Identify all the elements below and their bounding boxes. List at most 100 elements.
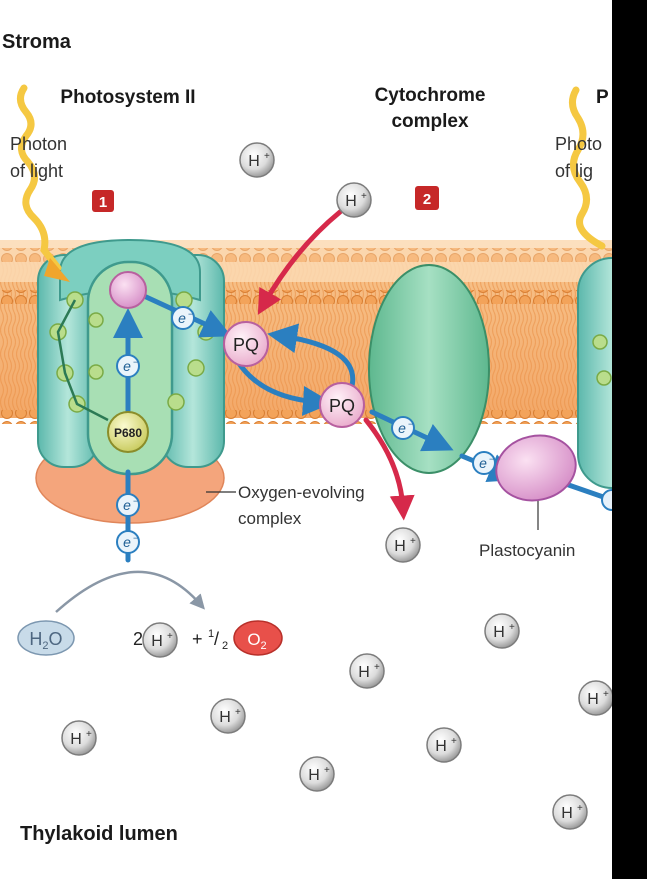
h2o-o: O [49,629,63,649]
proton-symbol: H [219,709,231,726]
electron-charge: − [133,533,138,543]
proton-charge: + [603,689,609,700]
proton-badge: H+ [578,680,612,716]
proton-charge: + [374,662,380,673]
photon-label-line2: of light [10,161,63,181]
electron-charge: − [133,357,138,367]
step-badge-2: 2 [415,186,439,210]
proton-symbol: H [493,624,505,641]
electron-badge: e− [116,530,140,554]
pheophytin-acceptor [109,271,147,309]
electron-symbol: e [123,534,131,550]
equation-coefficient: 2 [133,629,143,649]
half-slash: / [214,629,219,649]
half-fraction: 1 / 2 [208,628,228,652]
proton-charge: + [451,736,457,747]
electron-charge: − [188,309,193,319]
proton-badge: H+ [349,653,385,689]
proton-badge: H+ [552,794,588,830]
electron-charge: − [489,454,494,464]
proton-badge: H+ [299,756,335,792]
electron-badge: e− [472,451,496,475]
proton-symbol: H [248,153,260,170]
plastocyanin-protein [495,434,577,502]
photon-label-line1: Photon [10,134,67,154]
h2o-subscript: 2 [42,640,48,652]
proton-symbol: H [151,633,163,650]
proton-symbol: H [394,538,406,555]
proton-charge: + [324,765,330,776]
proton-badge: H+ [336,182,372,218]
proton-symbol: H [308,767,320,784]
plastocyanin-label: Plastocyanin [479,541,575,560]
proton-charge: + [410,536,416,547]
pq-carrier-2: PQ [319,382,365,428]
proton-charge: + [235,707,241,718]
photon-beam-left [17,84,62,272]
half-numerator: 1 [208,628,214,640]
proton-symbol: H [345,193,357,210]
oec-label-line2: complex [238,509,302,528]
proton-badges: H+H+H+H+H+H+H+H+H+H+H+H+ [61,142,612,830]
proton-symbol: H [70,731,82,748]
proton-symbol: H [435,738,447,755]
pq-label-2: PQ [329,396,355,416]
p680-label: P680 [114,426,142,440]
electron-symbol: e [479,455,487,471]
electron-symbol: e [398,420,406,436]
proton-badge: H+ [385,527,421,563]
electron-badge: e− [171,306,195,330]
cytochrome-complex [368,264,490,474]
step-badge-1-label: 1 [99,194,107,211]
o2-o: O [247,630,260,649]
proton-charge: + [577,803,583,814]
photon-right-label-line2: of lig [555,161,593,181]
water-molecule: H2O [17,620,75,656]
electron-badge: e− [391,416,415,440]
svg-text:O2: O2 [247,630,266,652]
oec-label-line1: Oxygen-evolving [238,483,365,502]
photon-arrowhead [44,258,70,282]
equation-plus: + [192,629,203,649]
proton-flow-arrows [257,209,415,521]
photosynthesis-diagram: P680 PQ PQ e−e−e−e−e−e− H+H+H+H+H+H+H+H+… [0,31,612,845]
pq-label-1: PQ [233,335,259,355]
water-splitting-arrow [55,570,205,613]
o2-subscript: 2 [261,640,267,652]
proton-charge: + [86,729,92,740]
photon-beam-right [569,86,606,250]
diagram-panel: P680 PQ PQ e−e−e−e−e−e− H+H+H+H+H+H+H+H+… [0,0,612,879]
cytochrome-title-line1: Cytochrome [375,85,486,106]
electron-symbol: e [123,497,131,513]
half-denominator: 2 [222,640,228,652]
proton-charge: + [361,191,367,202]
proton-charge: + [509,622,515,633]
photosystem-i-title-cut: P [596,87,609,108]
electron-charge: − [133,496,138,506]
photosystem-ii-title: Photosystem II [60,87,195,108]
photon-right-label-line1: Photo [555,134,602,154]
proton-badge: H+ [142,622,178,658]
proton-symbol: H [561,805,573,822]
step-badge-1: 1 [92,190,114,212]
svg-text:H2O: H2O [29,629,62,652]
pq-carrier-1: PQ [223,321,269,367]
proton-symbol: H [587,691,599,708]
p680-center [107,411,149,453]
oxygen-molecule: O2 [233,620,283,656]
stroma-label: Stroma [2,31,72,53]
electron-badge: e− [116,493,140,517]
cytochrome-title-line2: complex [391,111,469,132]
proton-badge: H+ [239,142,275,178]
thylakoid-lumen-label: Thylakoid lumen [20,823,178,845]
electron-symbol: e [123,358,131,374]
proton-badge: H+ [426,727,462,763]
proton-badge: H+ [210,698,246,734]
h2o-h: H [29,629,42,649]
photosystem-i-partial [577,257,612,489]
electron-carrier-ps1 [601,489,612,511]
proton-badge: H+ [484,613,520,649]
proton-symbol: H [358,664,370,681]
step-badge-2-label: 2 [423,191,431,208]
